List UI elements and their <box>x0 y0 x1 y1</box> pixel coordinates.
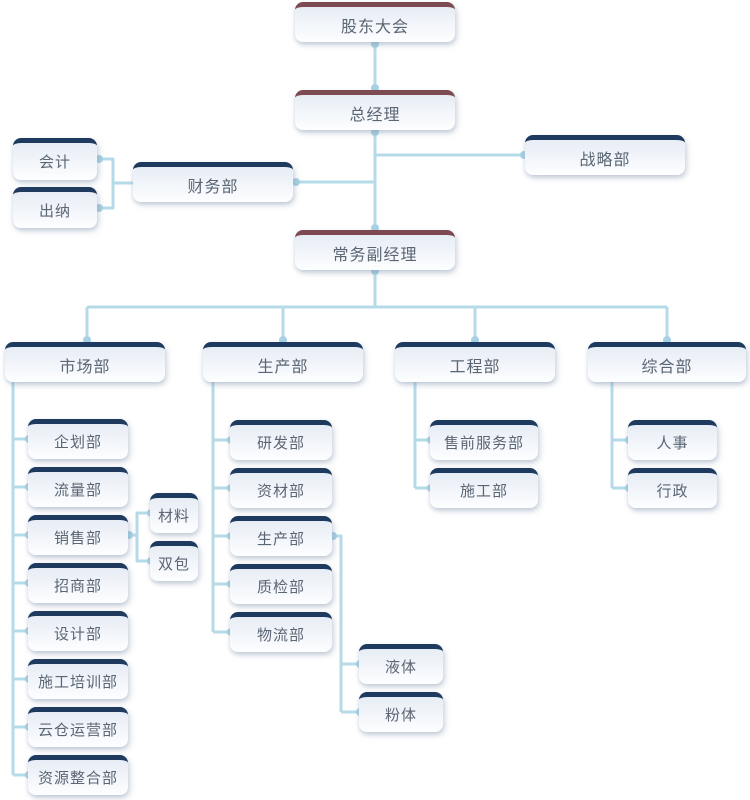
node-powder[interactable]: 粉体 <box>359 692 443 732</box>
node-label-production-sub-dept: 生产部 <box>256 531 305 548</box>
node-label-construction-dept: 施工部 <box>459 483 508 500</box>
node-shareholders-meeting[interactable]: 股东大会 <box>295 2 455 42</box>
node-label-presales-service-dept: 售前服务部 <box>443 435 524 452</box>
node-label-cloud-warehouse-ops-dept: 云仓运营部 <box>37 722 118 739</box>
node-construction-training-dept[interactable]: 施工培训部 <box>28 659 128 699</box>
node-label-planning-dept: 企划部 <box>53 434 102 451</box>
node-label-marketing-dept: 市场部 <box>59 358 111 376</box>
node-presales-service-dept[interactable]: 售前服务部 <box>430 420 538 460</box>
node-production-sub-dept[interactable]: 生产部 <box>230 516 332 556</box>
node-material-supply-dept[interactable]: 资材部 <box>230 468 332 508</box>
node-label-general-affairs-dept: 综合部 <box>641 358 693 376</box>
node-label-administration-dept: 行政 <box>656 483 689 500</box>
node-label-finance-dept: 财务部 <box>187 178 239 196</box>
node-administration-dept[interactable]: 行政 <box>628 468 717 508</box>
connector-line-sales-bracket <box>135 511 150 563</box>
node-label-engineering-dept: 工程部 <box>449 358 501 376</box>
node-label-rnd-dept: 研发部 <box>256 435 305 452</box>
node-cloud-warehouse-ops-dept[interactable]: 云仓运营部 <box>28 707 128 747</box>
node-cashier[interactable]: 出纳 <box>13 187 97 228</box>
node-label-hr-dept: 人事 <box>656 435 689 452</box>
node-merchants-dept[interactable]: 招商部 <box>28 563 128 603</box>
node-label-cashier: 出纳 <box>38 202 71 220</box>
node-general-affairs-dept[interactable]: 综合部 <box>588 342 746 382</box>
node-label-powder: 粉体 <box>384 707 417 724</box>
node-label-general-manager: 总经理 <box>349 106 401 124</box>
node-liquid[interactable]: 液体 <box>359 644 443 684</box>
node-label-deputy-general-manager: 常务副经理 <box>332 246 418 264</box>
node-label-strategy-dept: 战略部 <box>579 151 631 169</box>
node-planning-dept[interactable]: 企划部 <box>28 419 128 459</box>
node-logistics-dept[interactable]: 物流部 <box>230 612 332 652</box>
connector-line-accounting-bracket <box>98 157 115 210</box>
node-label-double-package: 双包 <box>157 556 190 573</box>
node-accounting[interactable]: 会计 <box>13 138 97 180</box>
node-rnd-dept[interactable]: 研发部 <box>230 420 332 460</box>
node-double-package[interactable]: 双包 <box>150 541 198 581</box>
node-sales-dept[interactable]: 销售部 <box>28 515 128 555</box>
node-resource-integration-dept[interactable]: 资源整合部 <box>28 755 128 795</box>
node-engineering-dept[interactable]: 工程部 <box>395 342 555 382</box>
node-general-manager[interactable]: 总经理 <box>295 90 455 130</box>
node-label-sales-dept: 销售部 <box>53 530 102 547</box>
connector-dot <box>292 178 300 186</box>
node-marketing-dept[interactable]: 市场部 <box>5 342 165 382</box>
node-traffic-dept[interactable]: 流量部 <box>28 467 128 507</box>
node-strategy-dept[interactable]: 战略部 <box>525 135 685 175</box>
connector-dot <box>95 204 103 212</box>
connector-dot <box>95 155 103 163</box>
node-materials[interactable]: 材料 <box>150 493 198 533</box>
node-label-quality-inspection-dept: 质检部 <box>256 579 305 596</box>
node-label-shareholders-meeting: 股东大会 <box>340 18 409 36</box>
node-label-accounting: 会计 <box>38 154 71 171</box>
node-deputy-general-manager[interactable]: 常务副经理 <box>295 230 455 270</box>
node-label-production-dept: 生产部 <box>257 358 309 376</box>
connector-dot <box>371 128 379 136</box>
node-quality-inspection-dept[interactable]: 质检部 <box>230 564 332 604</box>
node-label-material-supply-dept: 资材部 <box>256 483 305 500</box>
node-label-resource-integration-dept: 资源整合部 <box>37 770 118 787</box>
connector-line-production-sub-out <box>332 534 343 712</box>
node-finance-dept[interactable]: 财务部 <box>133 162 293 202</box>
node-label-logistics-dept: 物流部 <box>256 627 305 644</box>
node-construction-dept[interactable]: 施工部 <box>430 468 538 508</box>
node-label-traffic-dept: 流量部 <box>53 482 102 499</box>
node-hr-dept[interactable]: 人事 <box>628 420 717 460</box>
node-production-dept[interactable]: 生产部 <box>203 342 363 382</box>
connector-dot <box>371 40 379 48</box>
node-design-dept[interactable]: 设计部 <box>28 611 128 651</box>
node-label-liquid: 液体 <box>384 659 417 676</box>
node-label-merchants-dept: 招商部 <box>53 578 102 595</box>
node-label-construction-training-dept: 施工培训部 <box>37 674 118 691</box>
node-label-materials: 材料 <box>157 508 190 525</box>
node-label-design-dept: 设计部 <box>53 626 102 643</box>
